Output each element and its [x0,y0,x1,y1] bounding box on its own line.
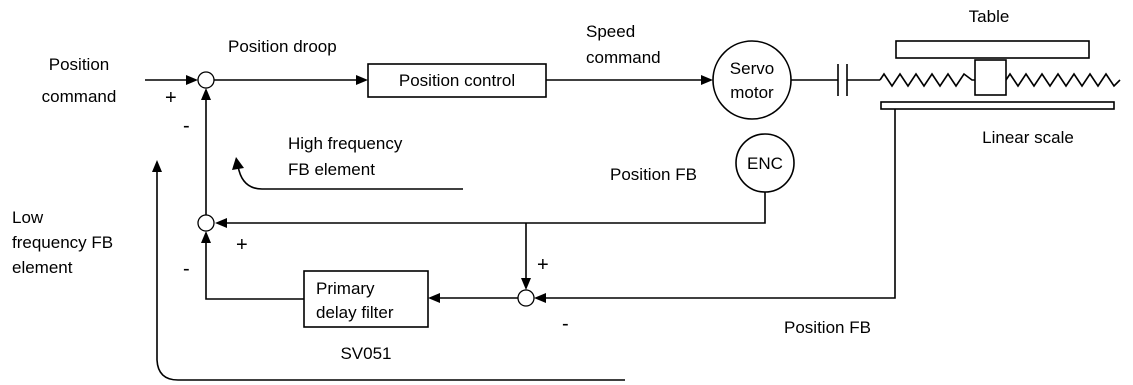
table-label: Table [969,7,1010,26]
linear-scale-label: Linear scale [982,128,1074,147]
scale-feedback-line [540,109,896,299]
high-frequency-fb-label-line2: FB element [288,160,375,179]
position-droop-label: Position droop [228,37,337,56]
low-frequency-fb-label-line2: frequency FB [12,233,113,252]
arrowhead-to-filter [428,293,440,303]
position-command-label-line2: command [42,87,117,106]
position-fb-scale-label: Position FB [784,318,871,337]
low-frequency-fb-arrow [156,170,625,381]
servo-motor [712,40,792,120]
machine-table [895,40,1090,59]
filter-output-line [205,238,304,300]
encoder-label: ENC [747,154,783,173]
position-command-label-line1: Position [49,55,109,74]
arrowhead-to-servo-motor [701,75,713,85]
sum3-minus-sign: - [562,313,569,335]
linear-scale [880,101,1115,110]
primary-delay-filter-label-line1: Primary [316,279,375,298]
summing-junction-difference [517,289,535,307]
primary-delay-filter-label-line2: delay filter [316,303,394,322]
low-frequency-fb-arrowhead [152,160,162,172]
summing-junction-feedback [197,214,215,232]
arrowhead-to-sum3-top [521,278,531,290]
arrowhead-to-sum2-bottom [201,231,211,243]
encoder-feedback-line [222,192,766,224]
servo-motor-label-line1: Servo [730,59,774,78]
sum3-plus-sign: + [537,254,549,276]
sum2-minus-sign: - [183,258,190,280]
position-control-label: Position control [399,71,515,90]
high-frequency-fb-label-line1: High frequency [288,134,403,153]
summing-junction-main [197,71,215,89]
arrowhead-to-sum3-right [534,293,546,303]
position-fb-encoder-label: Position FB [610,165,697,184]
ball-screw-nut [974,59,1007,96]
arrowhead-to-sum1 [186,75,198,85]
sv051-label: SV051 [340,344,391,363]
speed-command-label-line2: command [586,48,661,67]
servo-motor-label-line2: motor [730,83,774,102]
arrowhead-to-sum1-bottom [201,88,211,100]
low-frequency-fb-label-line3: element [12,258,73,277]
speed-command-label-line1: Speed [586,22,635,41]
ball-screw-spring-right [1005,72,1121,88]
ball-screw-spring-left [879,72,975,88]
primary-delay-filter-block [303,270,429,328]
high-frequency-fb-arrowhead [232,157,244,170]
arrowhead-to-sum2 [215,218,227,228]
low-frequency-fb-label-line1: Low [12,208,44,227]
sum1-minus-sign: - [183,115,190,137]
arrowhead-to-position-control [356,75,368,85]
sum1-plus-sign: + [165,87,177,109]
high-frequency-fb-arrow [237,165,463,190]
sum2-plus-sign: + [236,234,248,256]
